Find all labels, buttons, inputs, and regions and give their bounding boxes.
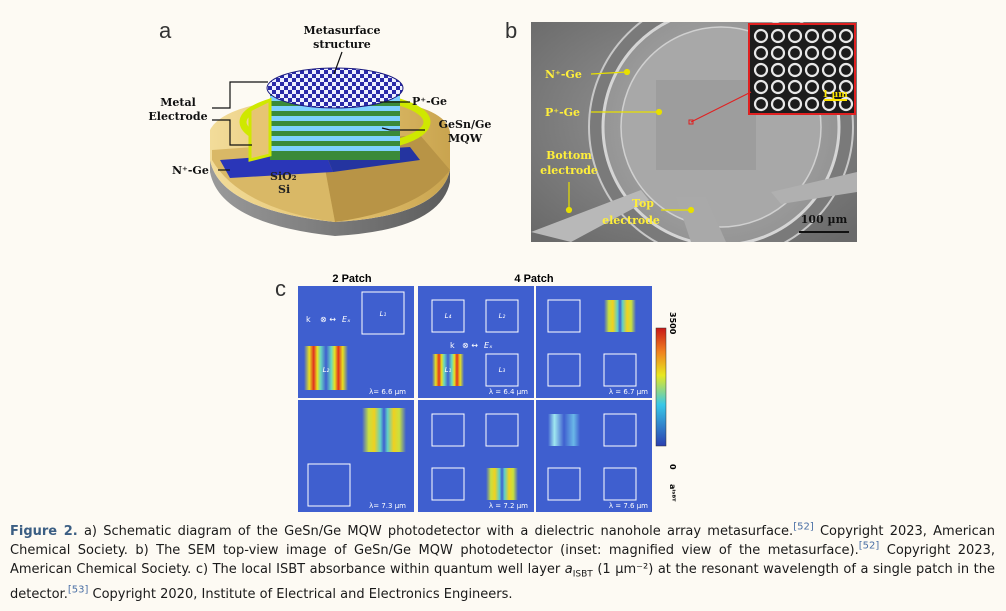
- top-electrode-label-2: electrode: [602, 214, 660, 227]
- n-ge-label: N⁺-Ge: [172, 164, 209, 177]
- sem-n-ge-label: N⁺-Ge: [545, 68, 582, 81]
- svg-text:Eₓ: Eₓ: [342, 315, 351, 324]
- header-2-patch: 2 Patch: [332, 273, 371, 285]
- colorbar-min: 0: [668, 464, 677, 470]
- tile-4patch-4: λ = 7.6 µm: [547, 413, 648, 510]
- svg-text:L₂: L₂: [499, 312, 506, 320]
- si-label: Si: [278, 183, 290, 196]
- panel-c-letter: c: [275, 276, 286, 301]
- lambda-2: λ = 6.4 µm: [489, 388, 528, 396]
- ref-52a[interactable]: [52]: [793, 521, 814, 533]
- panel-a-letter: a: [159, 18, 172, 43]
- tile-2patch-top: L₁ L₂ k ⊗ ↔ Eₓ λ= 6.6 µm: [304, 291, 406, 396]
- sio2-label: SiO₂: [270, 170, 297, 183]
- ref-53[interactable]: [53]: [67, 584, 89, 596]
- device-schematic: SiO₂ Si Metasurface structure Metal Elec…: [148, 24, 492, 236]
- colorbar-label: aᴵˢᴮᵀ: [668, 484, 677, 502]
- metal-electrode-label-1: Metal: [160, 96, 196, 109]
- p-ge-label: P⁺-Ge: [412, 95, 447, 108]
- svg-text:L₄: L₄: [445, 312, 452, 320]
- colorbar-max: 3500: [668, 312, 677, 335]
- tile-4patch-2: λ = 6.7 µm: [547, 299, 648, 396]
- lambda-3: λ = 6.7 µm: [609, 388, 648, 396]
- bottom-electrode-label-2: electrode: [540, 164, 598, 177]
- sem-p-ge-label: P⁺-Ge: [545, 106, 580, 119]
- figure-caption: Figure 2. a) Schematic diagram of the Ge…: [10, 521, 996, 602]
- gesn-label-2: MQW: [448, 132, 483, 145]
- sem-image: 1 µm N⁺-Ge P⁺-Ge Bottom electrode Top el…: [531, 22, 857, 242]
- svg-text:k: k: [306, 315, 311, 324]
- tile-2patch-bottom: λ= 7.3 µm: [307, 408, 406, 510]
- lambda-1: λ= 6.6 µm: [369, 388, 406, 396]
- svg-text:L₁: L₁: [380, 310, 387, 318]
- lambda-4: λ= 7.3 µm: [369, 502, 406, 510]
- metasurface-label-1: Metasurface: [304, 24, 381, 37]
- metal-electrode-label-2: Electrode: [148, 110, 207, 123]
- inset-scale-label: 1 µm: [822, 90, 848, 100]
- svg-text:⊗ ↔: ⊗ ↔: [320, 315, 336, 324]
- lambda-6: λ = 7.6 µm: [609, 502, 648, 510]
- absorbance-maps: 2 Patch 4 Patch L₁ L₂ k ⊗ ↔ Eₓ λ= 6.6 µm…: [298, 273, 677, 512]
- lambda-5: λ = 7.2 µm: [489, 502, 528, 510]
- sem-scale-label: 100 µm: [801, 213, 848, 226]
- gesn-label-1: GeSn/Ge: [439, 118, 492, 131]
- svg-text:⊗ ↔: ⊗ ↔: [462, 341, 478, 350]
- metasurface-label-2: structure: [313, 38, 371, 51]
- top-electrode-label-1: Top: [632, 197, 654, 210]
- inset-metasurface: 1 µm: [748, 23, 856, 115]
- ref-52b[interactable]: [52]: [858, 540, 880, 552]
- tile-4patch-1: L₄ L₂ L₁ L₃ k ⊗ ↔ Eₓ λ = 6.4 µm: [431, 299, 528, 396]
- figure-label: Figure 2.: [10, 524, 78, 539]
- svg-text:k: k: [450, 341, 455, 350]
- header-4-patch: 4 Patch: [514, 273, 553, 285]
- svg-text:Eₓ: Eₓ: [484, 341, 493, 350]
- svg-text:L₃: L₃: [499, 366, 506, 374]
- svg-text:L₂: L₂: [323, 366, 330, 374]
- svg-text:L₁: L₁: [445, 366, 452, 374]
- bottom-electrode-label-1: Bottom: [546, 149, 592, 162]
- colorbar: 3500 0 aᴵˢᴮᵀ: [655, 312, 677, 502]
- tile-4patch-3: λ = 7.2 µm: [431, 413, 528, 510]
- panel-b-letter: b: [505, 18, 518, 43]
